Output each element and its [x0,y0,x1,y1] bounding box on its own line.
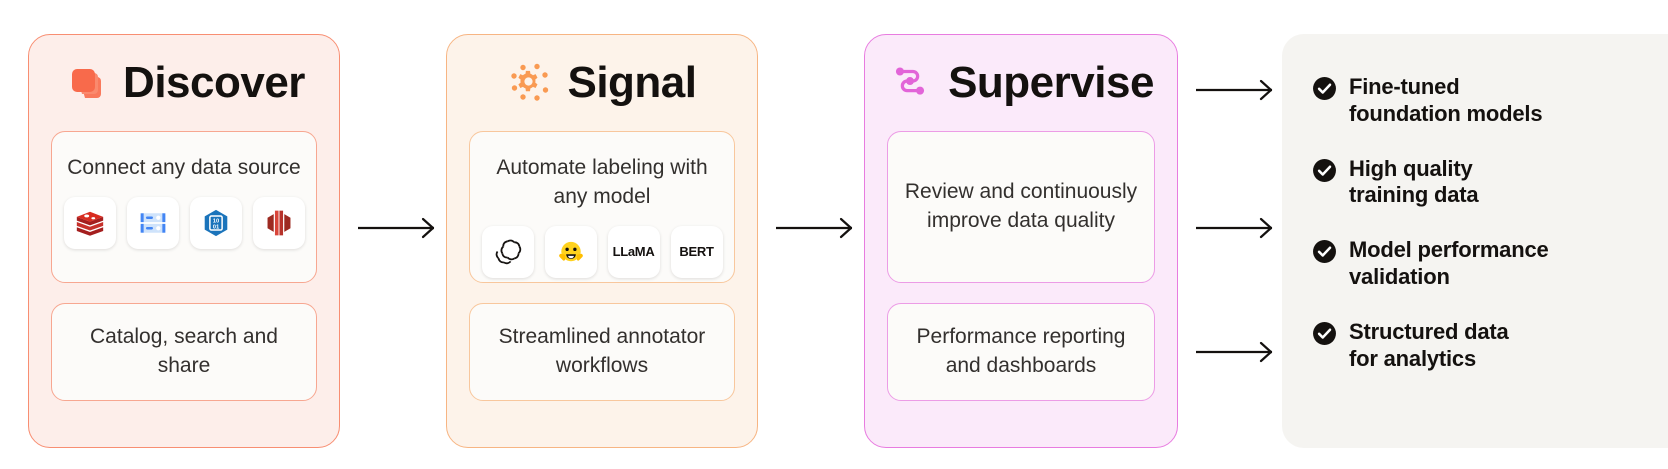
openai-logo [481,225,534,278]
stage-header-signal: Signal [469,35,735,131]
check-circle-icon [1312,158,1337,183]
card-review-improve: Review and continuously improve data qua… [887,131,1155,283]
huggingface-logo [544,225,597,278]
card-connect-data-source: Connect any data source [51,131,317,283]
outcome-item: High quality training data [1312,156,1668,210]
outcome-label: Structured data for analytics [1349,318,1509,371]
llama-label: LLaMA [612,244,655,260]
aws-redshift-logo [252,196,305,249]
arrow-discover-to-signal [356,216,438,245]
gear-burst-icon [507,60,553,106]
logo-row-models: LLaMA BERT [481,225,723,278]
outcome-item: Model performance validation [1312,237,1668,291]
svg-text:10: 10 [212,219,218,225]
llama-logo: LLaMA [607,225,660,278]
stage-header-supervise: Supervise [887,35,1155,131]
arrow-supervise-to-outcome-2 [1194,216,1276,245]
redis-logo [63,196,116,249]
card-automate-labeling: Automate labeling with any model [469,131,735,283]
bert-logo: BERT [670,225,723,278]
stage-title-signal: Signal [567,58,697,107]
outcome-item: Fine-tuned foundation models [1312,74,1668,128]
check-circle-icon [1312,239,1337,264]
arrow-supervise-to-outcome-3 [1194,340,1276,369]
stage-panel-discover: Discover Connect any data source [28,34,340,448]
card-annotator-workflows: Streamlined annotator workflows [469,303,735,401]
stage-panel-supervise: Supervise Review and continuously improv… [864,34,1178,448]
card-text: Catalog, search and share [90,325,278,377]
outcome-item: Structured data for analytics [1312,319,1668,373]
stage-panel-signal: Signal Automate labeling with any model [446,34,758,448]
outcome-label: High quality training data [1349,155,1479,208]
card-text: Review and continuously improve data qua… [904,180,1138,232]
outcomes-panel: Fine-tuned foundation models High qualit… [1282,34,1668,448]
database-server-logo [126,196,179,249]
svg-text:01: 01 [212,224,219,230]
stage-title-supervise: Supervise [948,58,1154,107]
stage-title-discover: Discover [123,58,305,107]
check-circle-icon [1312,321,1337,346]
card-text: Performance reporting and dashboards [916,325,1126,377]
card-catalog-search: Catalog, search and share [51,303,317,401]
card-text: Streamlined annotator workflows [498,325,706,377]
stage-header-discover: Discover [51,35,317,131]
arrow-supervise-to-outcome-1 [1194,78,1276,107]
azure-blob-storage-logo: 10 01 [189,196,242,249]
arrow-signal-to-supervise [774,216,856,245]
stacked-squares-icon [63,60,109,106]
check-circle-icon [1312,76,1337,101]
card-performance-reporting: Performance reporting and dashboards [887,303,1155,401]
workflow-path-icon [888,60,934,106]
card-text: Automate labeling with any model [496,156,708,208]
bert-label: BERT [679,244,714,260]
outcome-label: Fine-tuned foundation models [1349,74,1543,126]
card-text: Connect any data source [67,156,301,179]
outcome-label: Model performance validation [1349,237,1549,290]
logo-row-data-sources: 10 01 [63,196,305,249]
